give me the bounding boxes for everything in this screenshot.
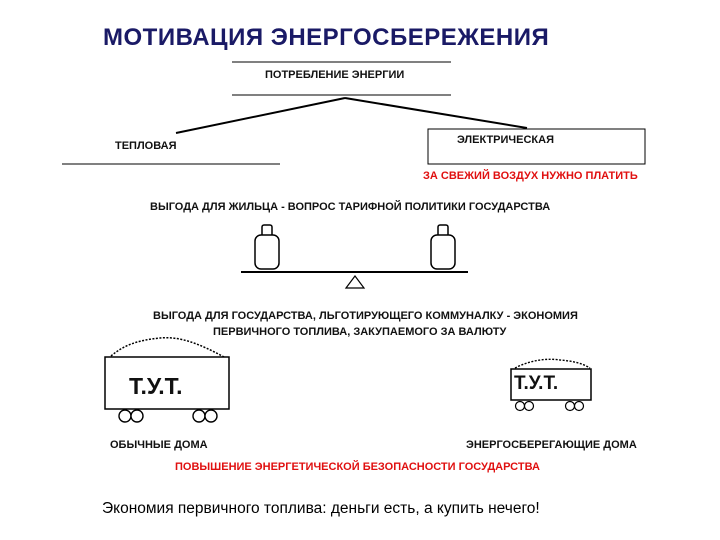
small-wagon-label: Т.У.Т. bbox=[514, 373, 559, 394]
large-wagon-label: Т.У.Т. bbox=[129, 373, 183, 399]
state-benefit-line-1: ВЫГОДА ДЛЯ ГОСУДАРСТВА, ЛЬГОТИРУЮЩЕГО КО… bbox=[153, 310, 578, 322]
ordinary-houses-caption: ОБЫЧНЫЕ ДОМА bbox=[110, 439, 208, 451]
tenant-benefit-text: ВЫГОДА ДЛЯ ЖИЛЬЦА - ВОПРОС ТАРИФНОЙ ПОЛИ… bbox=[150, 201, 551, 213]
electric-box bbox=[427, 128, 646, 165]
large-coal-wagon-icon bbox=[104, 336, 230, 423]
footer-caption: Экономия первичного топлива: деньги есть… bbox=[102, 500, 540, 517]
small-coal-wagon-icon bbox=[510, 358, 592, 412]
energy-security-note: ПОВЫШЕНИЕ ЭНЕРГЕТИЧЕСКОЙ БЕЗОПАСНОСТИ ГО… bbox=[175, 461, 540, 473]
thermal-energy-label: ТЕПЛОВАЯ bbox=[115, 140, 177, 152]
page-title: МОТИВАЦИЯ ЭНЕРГОСБЕРЕЖЕНИЯ bbox=[103, 24, 550, 51]
efficient-houses-caption: ЭНЕРГОСБЕРЕГАЮЩИЕ ДОМА bbox=[466, 439, 637, 451]
energy-consumption-label: ПОТРЕБЛЕНИЕ ЭНЕРГИИ bbox=[265, 69, 405, 81]
branch-right-line bbox=[344, 97, 528, 129]
state-benefit-line-2: ПЕРВИЧНОГО ТОПЛИВА, ЗАКУПАЕМОГО ЗА ВАЛЮТ… bbox=[213, 326, 507, 338]
fresh-air-note: ЗА СВЕЖИЙ ВОЗДУХ НУЖНО ПЛАТИТЬ bbox=[423, 170, 638, 182]
left-weight-icon bbox=[254, 224, 280, 270]
branch-left-line bbox=[175, 97, 346, 134]
right-weight-icon bbox=[430, 224, 456, 270]
electric-energy-label: ЭЛЕКТРИЧЕСКАЯ bbox=[457, 134, 554, 146]
scale-fulcrum bbox=[344, 275, 366, 289]
